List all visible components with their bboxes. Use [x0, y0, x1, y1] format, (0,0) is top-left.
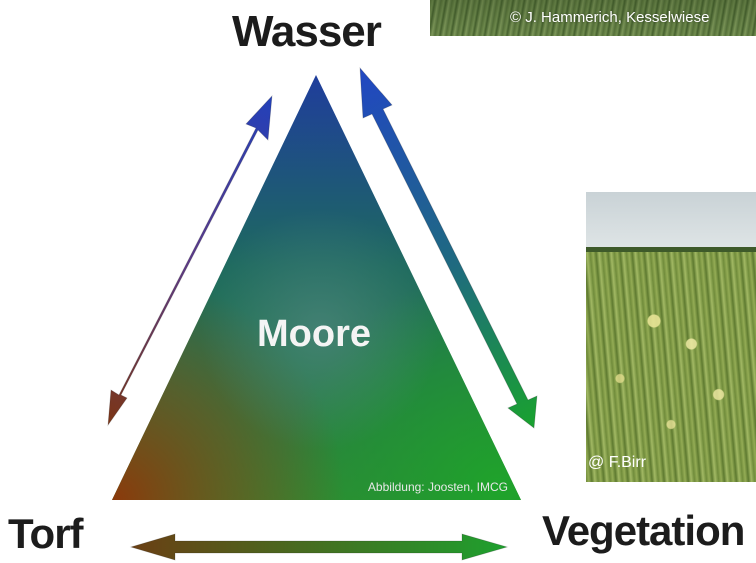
label-vegetation: Vegetation	[542, 510, 744, 552]
photo-meadow-grass	[586, 252, 756, 482]
photo-kesselwiese: © J. Hammerich, Kesselwiese	[430, 0, 756, 36]
label-torf: Torf	[8, 513, 83, 555]
label-wasser: Wasser	[232, 10, 381, 54]
photo-credit-top: © J. Hammerich, Kesselwiese	[510, 9, 709, 26]
figure-credit: Abbildung: Joosten, IMCG	[368, 480, 508, 494]
photo-credit-right: @ F.Birr	[588, 454, 646, 472]
photo-sky	[586, 192, 756, 250]
center-label-moore: Moore	[257, 313, 371, 355]
photo-meadow: @ F.Birr	[586, 192, 756, 482]
arrow-torf-vegetation	[131, 534, 507, 560]
